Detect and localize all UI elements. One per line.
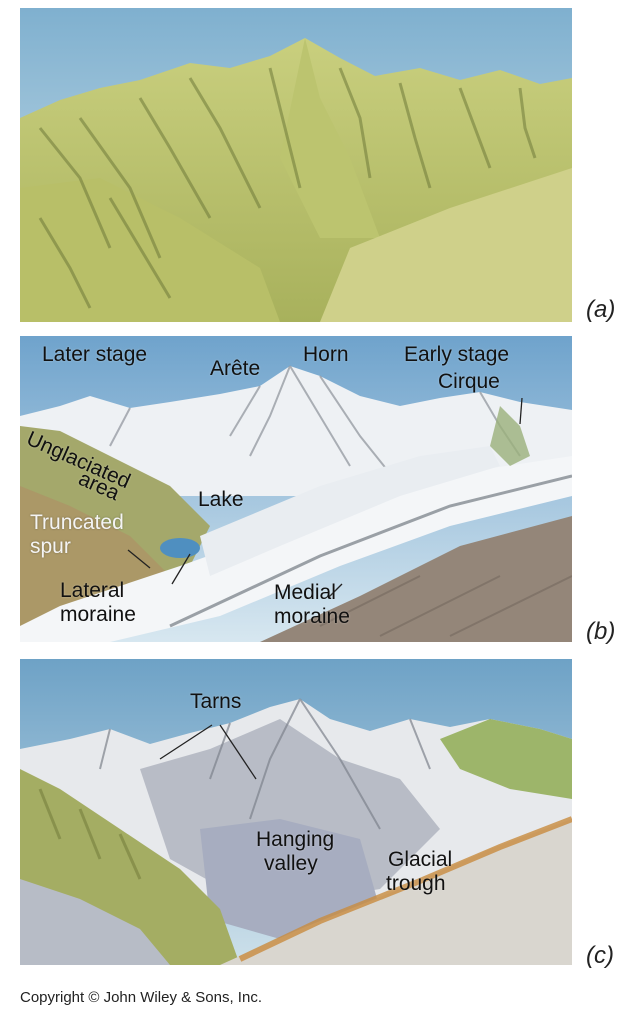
later-stage-label: Later stage (42, 344, 147, 366)
glacial-trough-label-line1: Glacial (388, 849, 452, 871)
glacial-trough-label-line2: trough (386, 873, 446, 895)
early-stage-label: Early stage (404, 344, 509, 366)
tarns-label: Tarns (190, 691, 241, 713)
panel-b-glaciation-in-progress: Later stage Arête Horn Early stage Cirqu… (20, 336, 572, 642)
lake-label: Lake (198, 489, 244, 511)
truncated-spur-label-line1: Truncated (30, 512, 124, 534)
panel-a-unglaciated-mountains (20, 8, 572, 322)
panel-c-after-glaciation: Tarns Hanging valley Glacial trough (20, 659, 572, 965)
panel-b-tag: (b) (586, 618, 615, 646)
lateral-moraine-label-line1: Lateral (60, 580, 124, 602)
truncated-spur-label-line2: spur (30, 536, 71, 558)
panel-c-illustration (20, 659, 572, 965)
lateral-moraine-label-line2: moraine (60, 604, 136, 626)
panel-c-tag: (c) (586, 942, 614, 970)
panel-a-illustration (20, 8, 572, 322)
cirque-label: Cirque (438, 371, 500, 393)
medial-moraine-label-line2: moraine (274, 606, 350, 628)
horn-label: Horn (303, 344, 349, 366)
medial-moraine-label-line1: Medial (274, 582, 336, 604)
hanging-valley-label-line2: valley (264, 853, 318, 875)
hanging-valley-label-line1: Hanging (256, 829, 334, 851)
panel-a-tag: (a) (586, 296, 615, 324)
copyright-notice: Copyright © John Wiley & Sons, Inc. (20, 989, 262, 1006)
arete-label: Arête (210, 358, 260, 380)
